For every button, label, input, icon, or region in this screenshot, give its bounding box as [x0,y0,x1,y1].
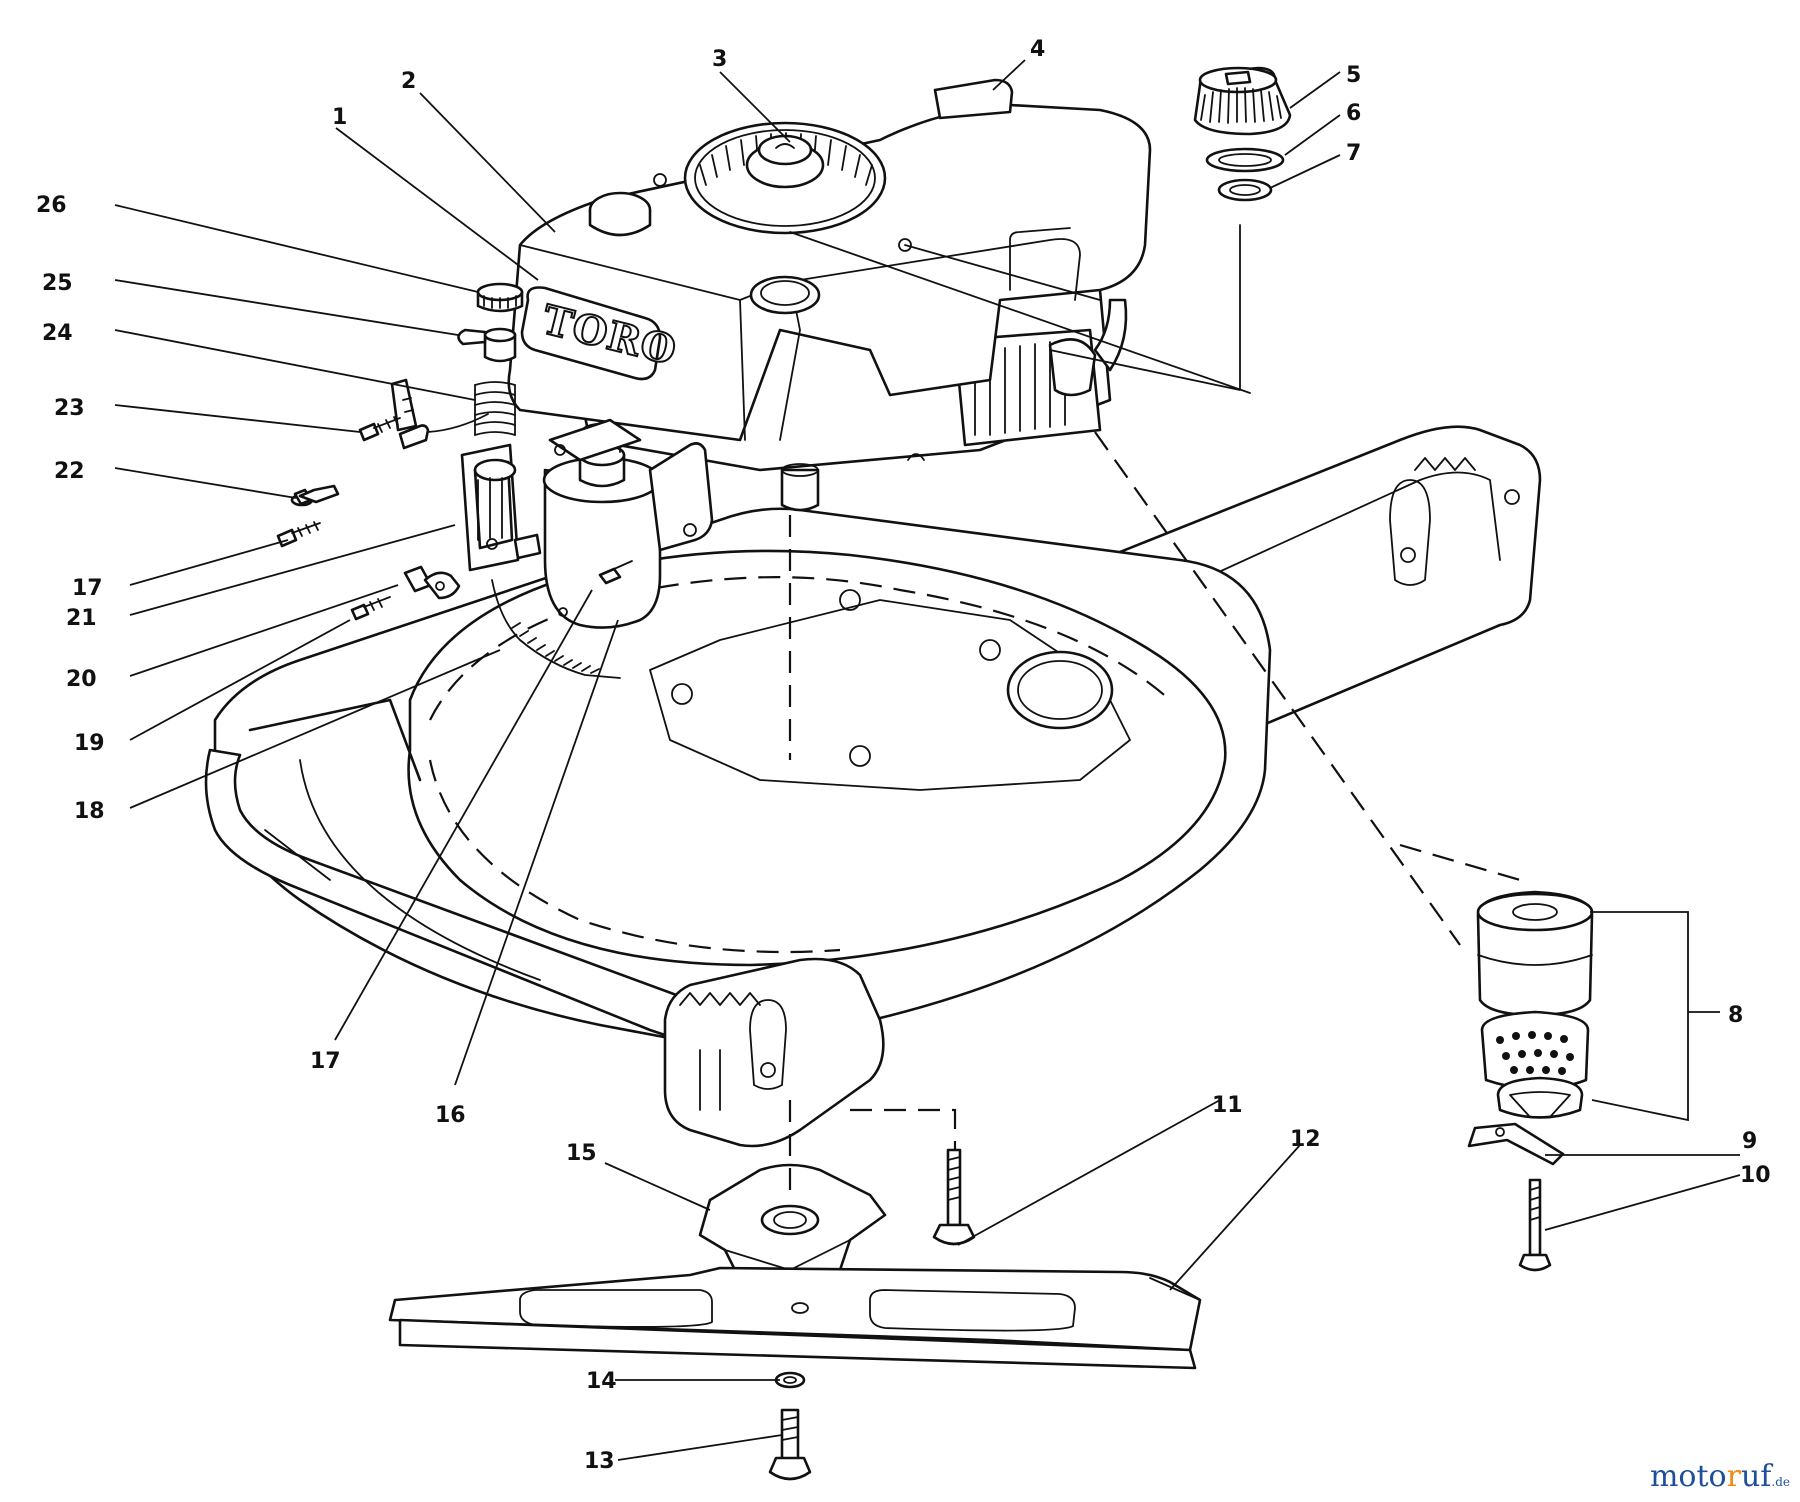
callout-18: 18 [74,799,105,824]
engine: TORO [507,78,1152,512]
callout-17a: 17 [72,576,103,601]
muffler-assembly [1467,890,1594,1272]
blade-adapter [698,1163,887,1292]
callout-25: 25 [42,271,73,296]
callout-22: 22 [54,459,85,484]
callout-9: 9 [1742,1129,1757,1154]
callouts: 1 2 3 4 5 6 7 8 9 10 11 12 13 14 15 16 1… [36,37,1771,1474]
assembly-lines [788,224,1521,1195]
callout-3: 3 [712,47,727,72]
callout-5: 5 [1346,63,1361,88]
air-cleaner-cover [1193,66,1292,202]
callout-4: 4 [1030,37,1045,62]
solenoid-and-switch [276,282,621,679]
spring [474,381,516,436]
callout-19: 19 [74,731,105,756]
callout-14: 14 [586,1369,617,1394]
bolt-11 [932,1148,976,1246]
callout-2: 2 [401,69,416,94]
mower-deck [204,425,1542,1148]
callout-20: 20 [66,667,97,692]
blade-bolt [768,1371,812,1481]
callout-7: 7 [1346,141,1361,166]
callout-11: 11 [1212,1093,1243,1118]
leader-lines [114,59,1741,1461]
callout-8: 8 [1728,1003,1743,1028]
callout-23: 23 [54,396,85,421]
callout-15: 15 [566,1141,597,1166]
callout-12: 12 [1290,1127,1321,1152]
callout-17b: 17 [310,1049,341,1074]
muffler-holes [1496,1031,1574,1075]
callout-13: 13 [584,1449,615,1474]
starter-motor [542,418,714,629]
blade [388,1266,1202,1370]
callout-21: 21 [66,606,97,631]
callout-10: 10 [1740,1163,1771,1188]
callout-6: 6 [1346,101,1361,126]
callout-1: 1 [332,105,347,130]
callout-26: 26 [36,193,67,218]
callout-24: 24 [42,321,73,346]
callout-16: 16 [435,1103,466,1128]
watermark-logo: motoruf.de [1649,1459,1790,1494]
